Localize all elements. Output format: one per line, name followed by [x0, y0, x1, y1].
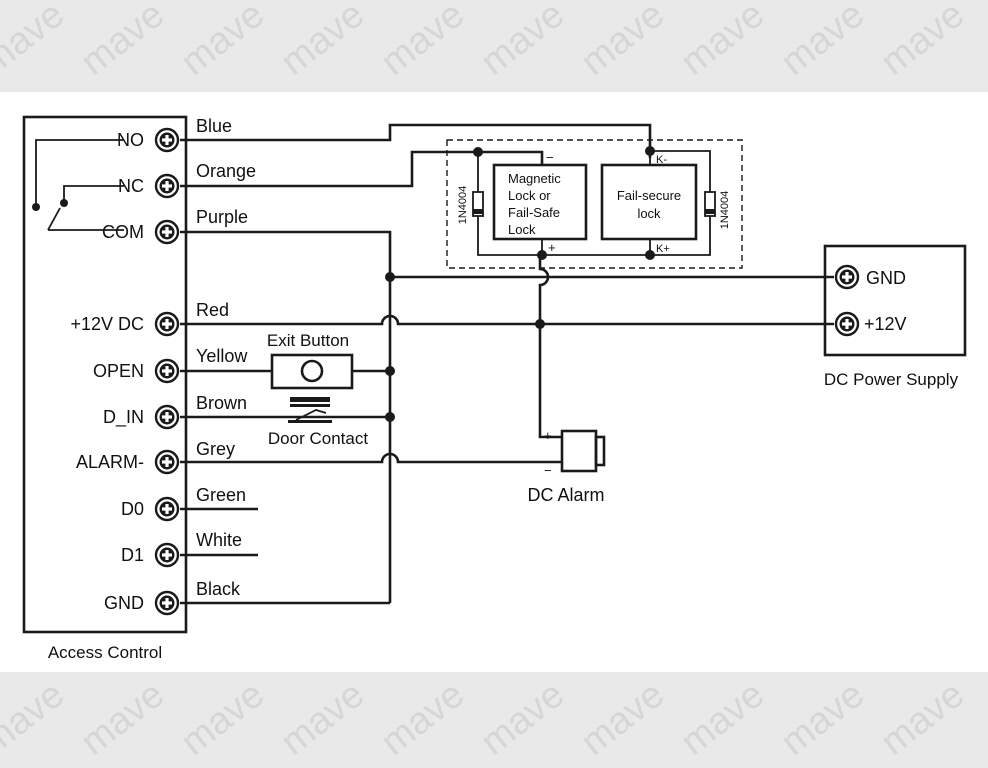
magnetic-lock-line-2: Lock or [508, 188, 551, 203]
terminal-screws [154, 127, 860, 616]
wire-label-blue: Blue [196, 116, 232, 136]
power-supply-box [823, 244, 967, 357]
wire-orange [180, 150, 544, 188]
fail-secure-line-2: lock [637, 206, 661, 221]
power-supply-12v-screw-icon [834, 311, 860, 337]
junction-dot-12v [535, 319, 545, 329]
diode-right-body [704, 191, 716, 217]
junction-dot-brown [385, 412, 395, 422]
alarm-body [560, 429, 598, 473]
fail-secure-lock-box [600, 163, 698, 241]
exit-button-box [270, 353, 354, 390]
terminal-screw-icon-com [154, 219, 180, 245]
wire-label-yellow: Yellow [196, 346, 248, 366]
wire-label-grey: Grey [196, 439, 235, 459]
relay-switch-arm [47, 207, 61, 231]
alarm-horn [594, 435, 606, 467]
wire-label-red: Red [196, 300, 229, 320]
relay-pivot-dot [32, 203, 40, 211]
door-contact-label: Door Contact [268, 429, 368, 448]
watermark-band-top [0, 0, 988, 92]
power-supply-gnd-screw-icon [834, 264, 860, 290]
wire-purple-gnd-bus [180, 230, 392, 603]
terminal-label-gnd: GND [104, 593, 144, 613]
wire-alarm-plus [538, 255, 562, 439]
diode-left-label: 1N4004 [457, 186, 469, 225]
junction-dot-yellow [385, 366, 395, 376]
power-supply-title: DC Power Supply [824, 370, 959, 389]
wire-label-green: Green [196, 485, 246, 505]
wire-label-orange: Orange [196, 161, 256, 181]
terminal-screw-icon-d0 [154, 496, 180, 522]
junction-dot-gnd [385, 272, 395, 282]
wire-label-purple: Purple [196, 207, 248, 227]
terminal-label-no: NO [117, 130, 144, 150]
magnetic-lock-box [492, 163, 588, 241]
wire-label-white: White [196, 530, 242, 550]
door-contact-icon [288, 397, 332, 423]
terminal-screw-icon-12v [154, 311, 180, 337]
wire-blue [180, 123, 652, 158]
wire-red-12v [180, 314, 834, 326]
fail-secure-k-minus: K- [656, 154, 667, 166]
fail-secure-line-1: Fail-secure [617, 188, 681, 203]
watermark-band-bottom [0, 672, 988, 768]
alarm-minus-label: − [544, 463, 552, 478]
diode-left-loop [477, 152, 542, 256]
access-control-box [22, 115, 188, 634]
diode-right-band [705, 209, 715, 214]
access-control-title: Access Control [48, 643, 162, 662]
terminal-screw-icon-no [154, 127, 180, 153]
fail-secure-k-plus: K+ [656, 243, 670, 255]
terminal-screw-icon-d-in [154, 404, 180, 430]
wire-grey-alarm [180, 452, 562, 464]
exit-button-label: Exit Button [267, 331, 349, 350]
terminal-label-d1: D1 [121, 545, 144, 565]
terminal-screw-icon-alarm [154, 449, 180, 475]
magnetic-lock-minus: − [546, 150, 554, 165]
terminal-screw-icon-open [154, 358, 180, 384]
power-supply-gnd-label: GND [866, 268, 906, 288]
alarm-plus-label: + [544, 428, 552, 443]
terminal-label-open: OPEN [93, 361, 144, 381]
power-supply-12v-label: +12V [864, 314, 907, 334]
terminal-screw-icon-gnd [154, 590, 180, 616]
terminal-label-nc: NC [118, 176, 144, 196]
wire-label-black: Black [196, 579, 241, 599]
terminal-label-12v: +12V DC [70, 314, 144, 334]
terminal-screw-icon-d1 [154, 542, 180, 568]
relay-no-lead [35, 139, 124, 207]
magnetic-lock-line-4: Lock [508, 222, 536, 237]
diode-right-top-leg [650, 150, 711, 192]
diode-right-label: 1N4004 [719, 191, 731, 230]
wire-label-brown: Brown [196, 393, 247, 413]
exit-button-icon [300, 359, 324, 383]
lock-group-dashed-box [446, 139, 743, 269]
magnetic-lock-plus: + [548, 240, 556, 255]
terminal-label-alarm: ALARM- [76, 452, 144, 472]
terminal-label-com: COM [102, 222, 144, 242]
terminal-label-d-in: D_IN [103, 407, 144, 428]
relay-nc-dot [60, 199, 68, 207]
alarm-title: DC Alarm [527, 485, 604, 505]
terminal-label-d0: D0 [121, 499, 144, 519]
magnetic-lock-line-1: Magnetic [508, 171, 561, 186]
diode-left-band [473, 209, 483, 214]
terminal-screw-icon-nc [154, 173, 180, 199]
diode-left-body [472, 191, 484, 217]
relay-nc-lead [63, 185, 124, 203]
magnetic-lock-line-3: Fail-Safe [508, 205, 560, 220]
